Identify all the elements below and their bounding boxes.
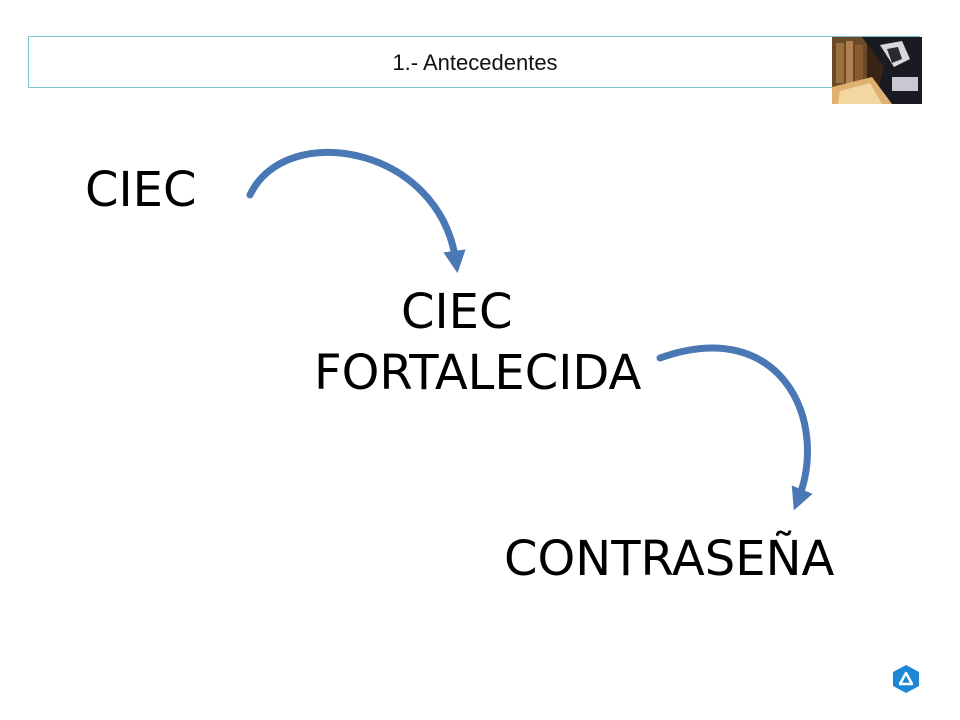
node-contrasena: CONTRASEÑA	[504, 531, 835, 587]
header-bar: 1.- Antecedentes	[28, 36, 920, 88]
company-logo-icon	[891, 664, 921, 694]
page-title: 1.- Antecedentes	[392, 50, 558, 75]
node-ciec: CIEC	[85, 162, 197, 218]
node-ciec-fortalecida-line2: FORTALECIDA	[314, 345, 642, 401]
node-ciec-fortalecida-line1: CIEC	[401, 284, 513, 340]
arrow-ciec-to-fortalecida	[246, 148, 466, 274]
professional-photo-icon	[832, 37, 922, 104]
arrow-fortalecida-to-contrasena	[656, 344, 813, 511]
